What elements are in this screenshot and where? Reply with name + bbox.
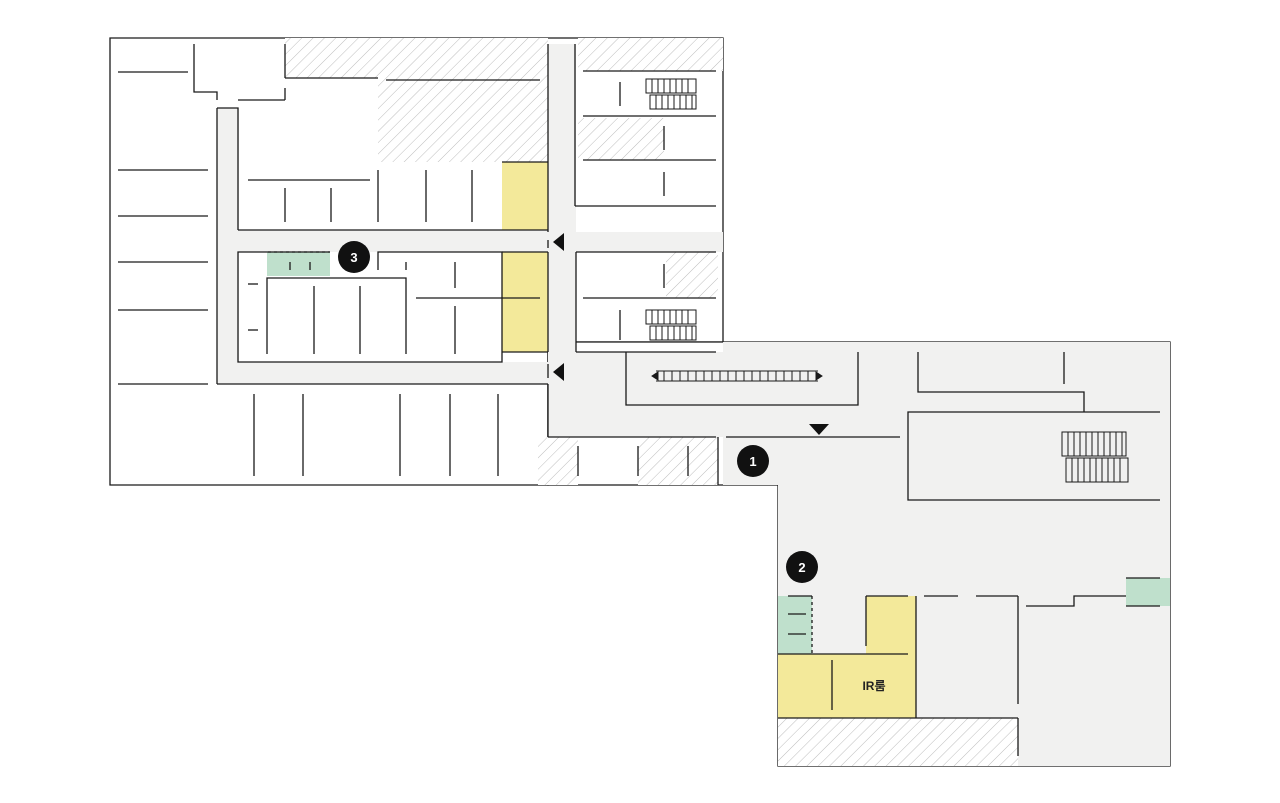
hatch-bottom-right — [778, 718, 1018, 766]
restroom-areas — [267, 252, 1170, 654]
triangle-arrow-icon — [553, 233, 564, 251]
ir-room-area-lower[interactable] — [778, 654, 916, 718]
corridor-lobby — [548, 342, 1170, 766]
corridor-upper-horizontal — [217, 230, 557, 252]
triangle-arrow-icon — [809, 424, 829, 435]
hatch-right-lower — [666, 252, 718, 298]
hatch-bottom-a — [538, 437, 578, 485]
triangle-arrow-icon — [553, 363, 564, 381]
highlight-areas — [502, 162, 916, 718]
highlight-upper — [502, 162, 548, 230]
ir-room-label: IR룸 — [862, 678, 885, 693]
ir-room-area[interactable] — [866, 596, 916, 654]
marker-3[interactable]: 3 — [338, 241, 370, 273]
hatched-areas — [285, 38, 1018, 766]
restroom-lower-left[interactable] — [778, 596, 812, 654]
marker-3-circle — [338, 241, 370, 273]
marker-2-circle — [786, 551, 818, 583]
marker-1[interactable]: 1 — [737, 445, 769, 477]
entrance-arrows — [553, 233, 829, 435]
restroom-upper[interactable] — [267, 252, 330, 276]
marker-3-label: 3 — [350, 250, 357, 265]
marker-1-circle — [737, 445, 769, 477]
stairs-icon — [645, 309, 697, 341]
stairs-icon — [1061, 431, 1129, 483]
hatch-top-right — [578, 38, 723, 71]
stairs-icon — [645, 78, 697, 110]
marker-1-label: 1 — [749, 454, 756, 469]
corridor-middle-band — [548, 232, 723, 252]
marker-2[interactable]: 2 — [786, 551, 818, 583]
hatch-right-mid — [578, 118, 664, 160]
interior-walls — [118, 44, 1160, 756]
escalator-icon — [651, 370, 823, 382]
restroom-right[interactable] — [1126, 578, 1170, 606]
hatch-top-left — [285, 38, 548, 78]
hatch-top-block — [378, 78, 548, 162]
hatch-bottom-b — [638, 437, 718, 485]
marker-2-label: 2 — [798, 560, 805, 575]
corridor-lower-horizontal — [217, 362, 557, 384]
highlight-middle — [502, 252, 548, 352]
